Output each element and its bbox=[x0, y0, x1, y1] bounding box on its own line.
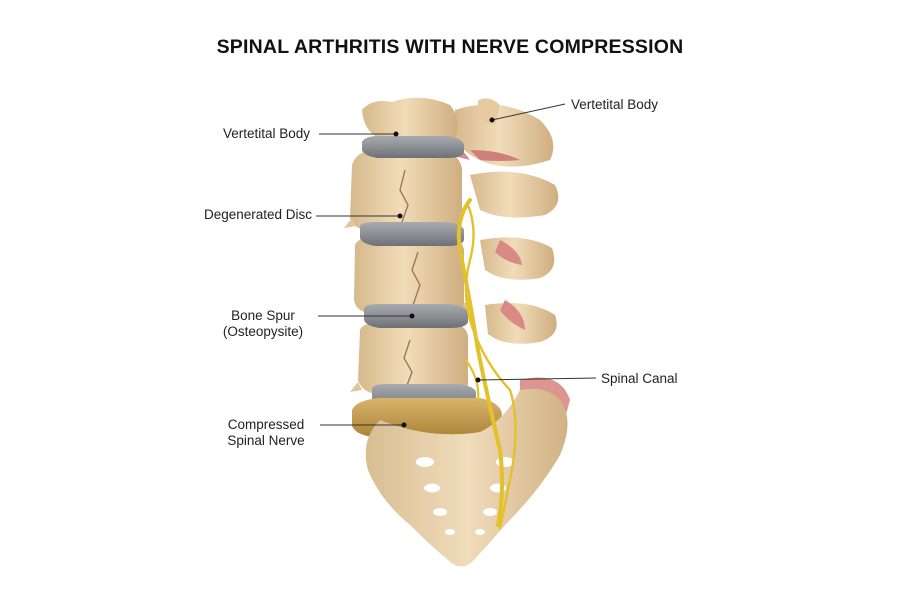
label-bone-spur: Bone Spur (Osteopysite) bbox=[213, 308, 313, 340]
vertebrae bbox=[344, 97, 474, 394]
label-compressed-nerve-line1: Compressed bbox=[227, 417, 305, 432]
label-compressed-spinal-nerve: Compressed Spinal Nerve bbox=[216, 417, 316, 449]
leader-dots bbox=[393, 117, 495, 428]
leader-lines bbox=[316, 103, 597, 426]
label-vertebral-body-right: Vertetital Body bbox=[571, 97, 659, 112]
label-bone-spur-line1: Bone Spur bbox=[231, 308, 295, 323]
label-vertebral-body-left: Vertetital Body bbox=[223, 126, 311, 141]
label-bone-spur-line2: (Osteopysite) bbox=[222, 324, 304, 339]
label-degenerated-disc: Degenerated Disc bbox=[204, 207, 313, 222]
sacrum bbox=[365, 388, 568, 567]
page-title: SPINAL ARTHRITIS WITH NERVE COMPRESSION bbox=[216, 36, 684, 58]
label-spinal-canal: Spinal Canal bbox=[601, 371, 678, 386]
label-compressed-nerve-line2: Spinal Nerve bbox=[227, 433, 305, 448]
